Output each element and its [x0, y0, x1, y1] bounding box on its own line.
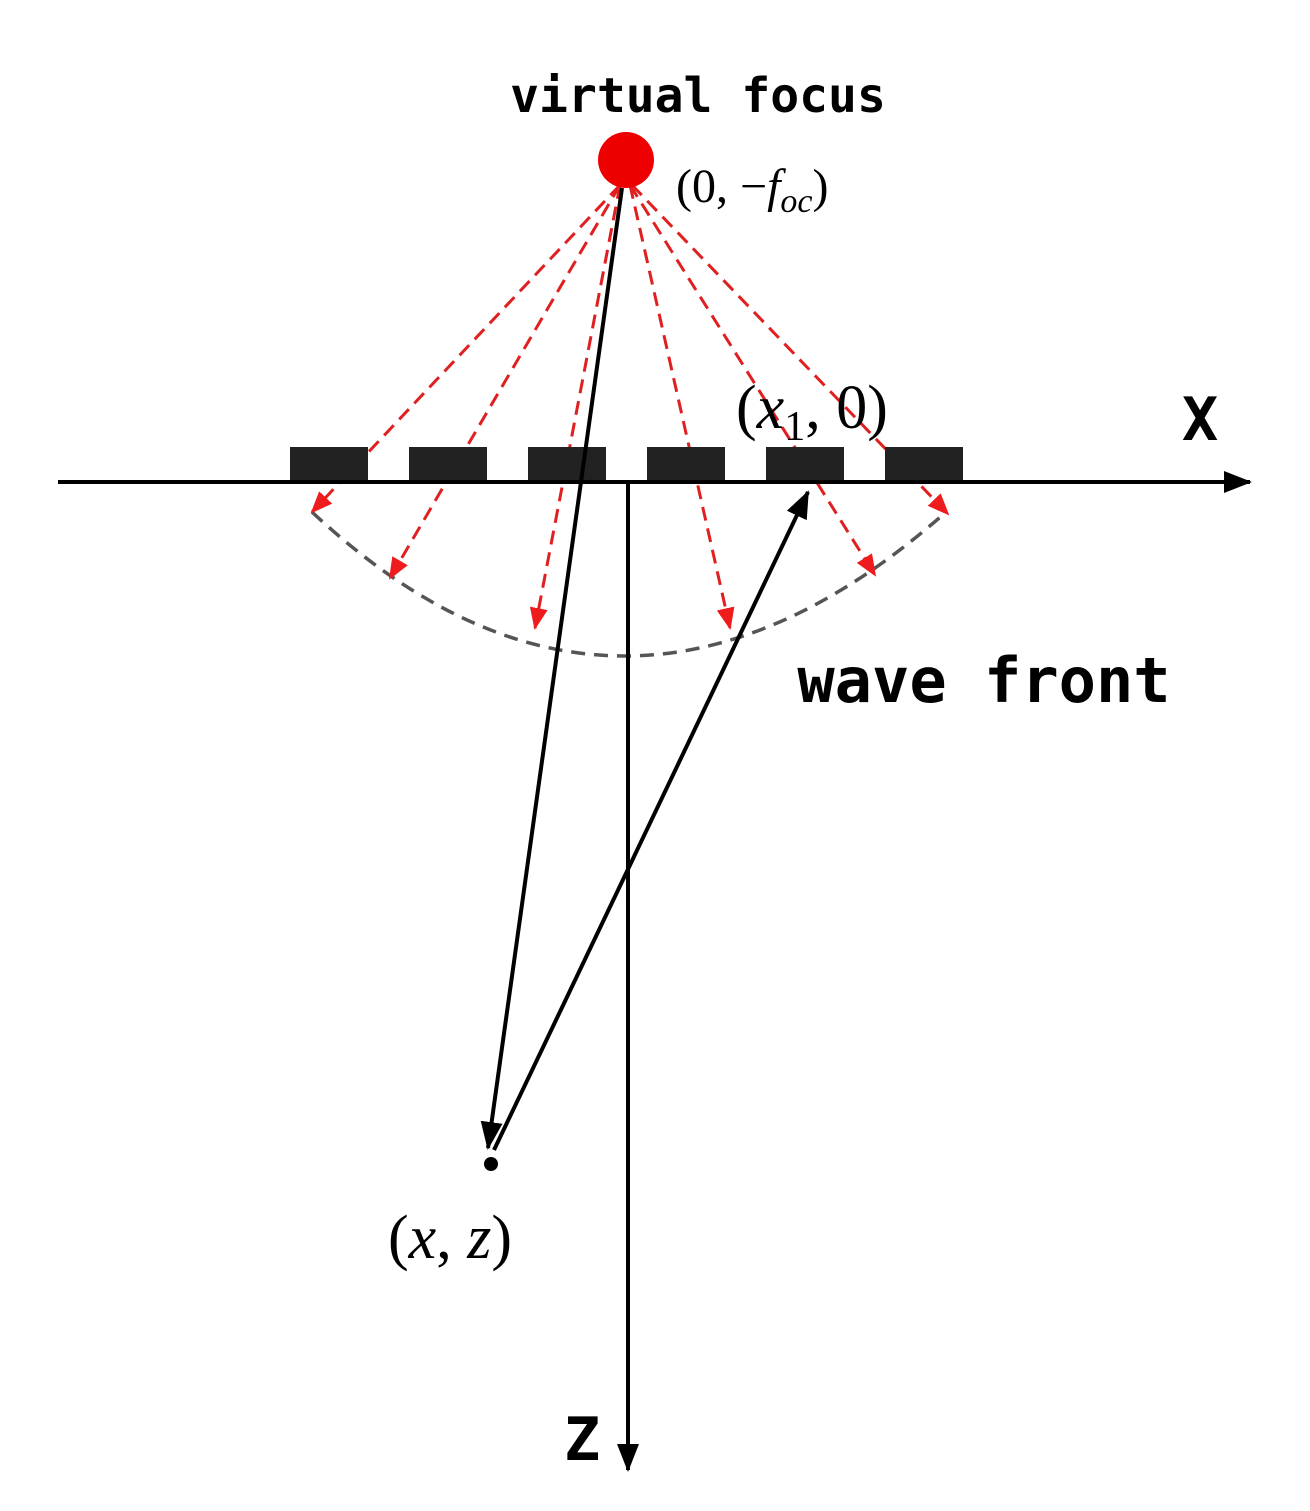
point-coordinate-label: (x, z) — [388, 1204, 512, 1272]
z-axis-label: Z — [564, 1405, 600, 1475]
imaging-point — [484, 1157, 498, 1171]
wave-front-arc — [310, 510, 948, 658]
transducer-element — [885, 447, 963, 481]
wave-front-label: wave front — [797, 644, 1170, 717]
transmit-path — [480, 187, 624, 1150]
transducer-element — [647, 447, 725, 481]
transducer-array — [290, 447, 963, 481]
transducer-element — [766, 447, 844, 481]
receive-path — [492, 490, 810, 1151]
transducer-element — [409, 447, 487, 481]
x-axis-label: X — [1182, 385, 1218, 455]
transmit-ray — [529, 184, 622, 630]
focus-coordinate-label: (0, −foc) — [676, 160, 828, 220]
transmit-ray — [628, 184, 877, 577]
transducer-element — [528, 447, 606, 481]
transmit-ray — [628, 184, 735, 630]
transmit-ray — [388, 184, 622, 580]
virtual-focus-label: virtual focus — [510, 68, 886, 124]
virtual-focus-dot — [598, 132, 654, 188]
transducer-element — [290, 447, 368, 481]
element-coordinate-label: (x1, 0) — [736, 374, 888, 450]
